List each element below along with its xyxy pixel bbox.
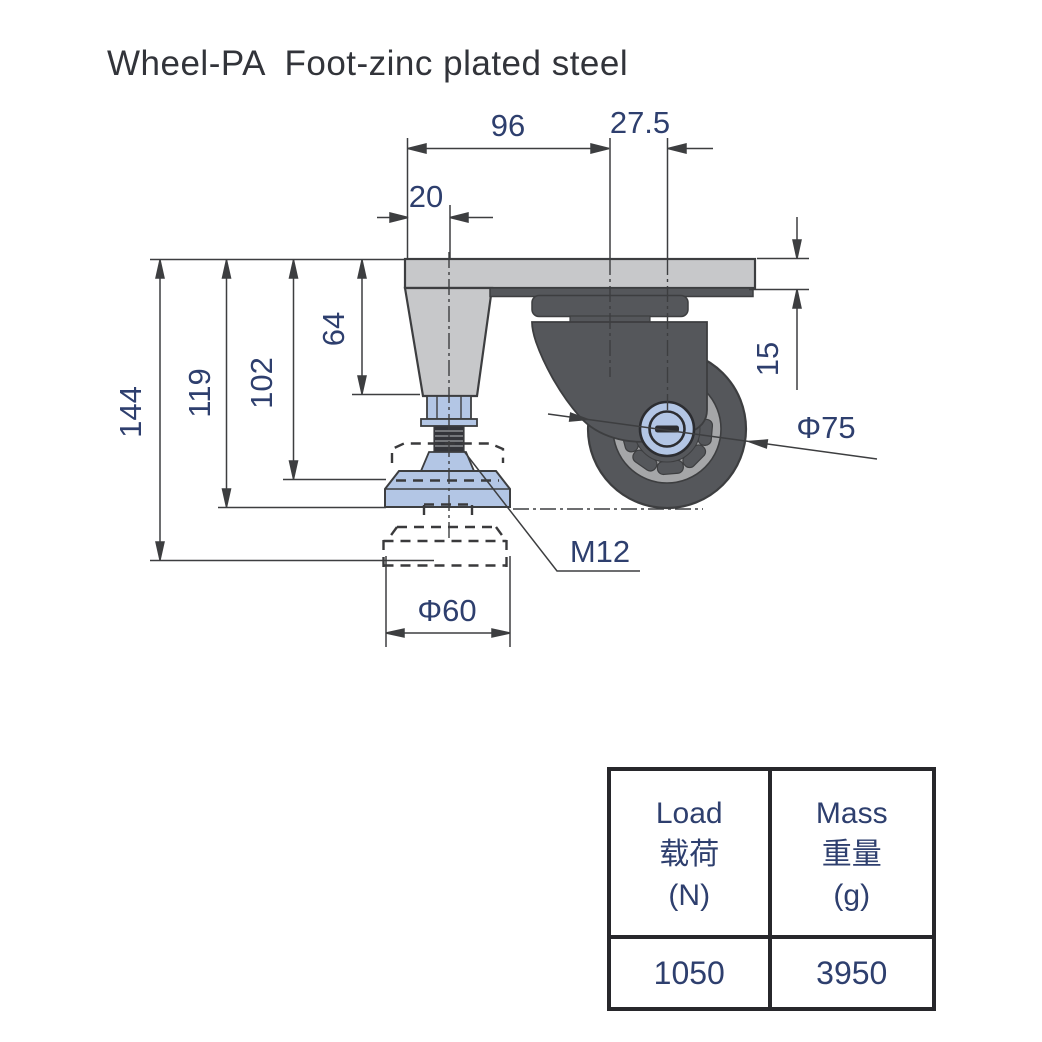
dim-119: 119 <box>182 368 217 417</box>
load-header-unit: (N) <box>668 878 711 912</box>
dim-foot-dia: Φ60 <box>417 593 476 628</box>
mass-header-zh: 重量 <box>821 837 882 871</box>
foot-plate <box>403 257 757 290</box>
dim-15: 15 <box>750 342 785 376</box>
axle-hub-ring <box>648 410 686 448</box>
load-header-en: Load <box>655 796 723 830</box>
spec-table-load-value: 1050 <box>611 939 772 1007</box>
center-lines <box>448 252 703 540</box>
dim-20: 20 <box>409 179 443 214</box>
dimension-graphics <box>150 138 878 647</box>
dim-thread: M12 <box>570 534 630 569</box>
spec-table-header-load: Load 载荷 (N) <box>611 771 772 939</box>
mass-header-unit: (g) <box>833 878 871 912</box>
spec-table-mass-value: 3950 <box>816 954 888 991</box>
spec-table: Load 载荷 (N) Mass 重量 (g) 1050 3950 <box>607 767 936 1011</box>
dim-102: 102 <box>244 357 279 409</box>
dimension-labels: 96 27.5 20 15 64 102 119 144 Φ75 M12 Φ60 <box>113 105 856 628</box>
spec-table-header-mass: Mass 重量 (g) <box>771 771 932 939</box>
dim-144: 144 <box>113 386 148 438</box>
dim-27-5: 27.5 <box>610 105 670 140</box>
technical-drawing: 96 27.5 20 15 64 102 119 144 Φ75 M12 Φ60 <box>113 105 878 647</box>
load-header-zh: 载荷 <box>659 837 720 871</box>
dim-96: 96 <box>491 108 525 143</box>
part-shapes <box>384 257 757 510</box>
mass-header-en: Mass <box>815 796 888 830</box>
dim-wheel-dia: Φ75 <box>796 410 855 445</box>
dim-64: 64 <box>316 312 351 346</box>
foot-travel-dashed <box>382 442 508 567</box>
page-title: Wheel-PA Foot-zinc plated steel <box>107 44 629 83</box>
